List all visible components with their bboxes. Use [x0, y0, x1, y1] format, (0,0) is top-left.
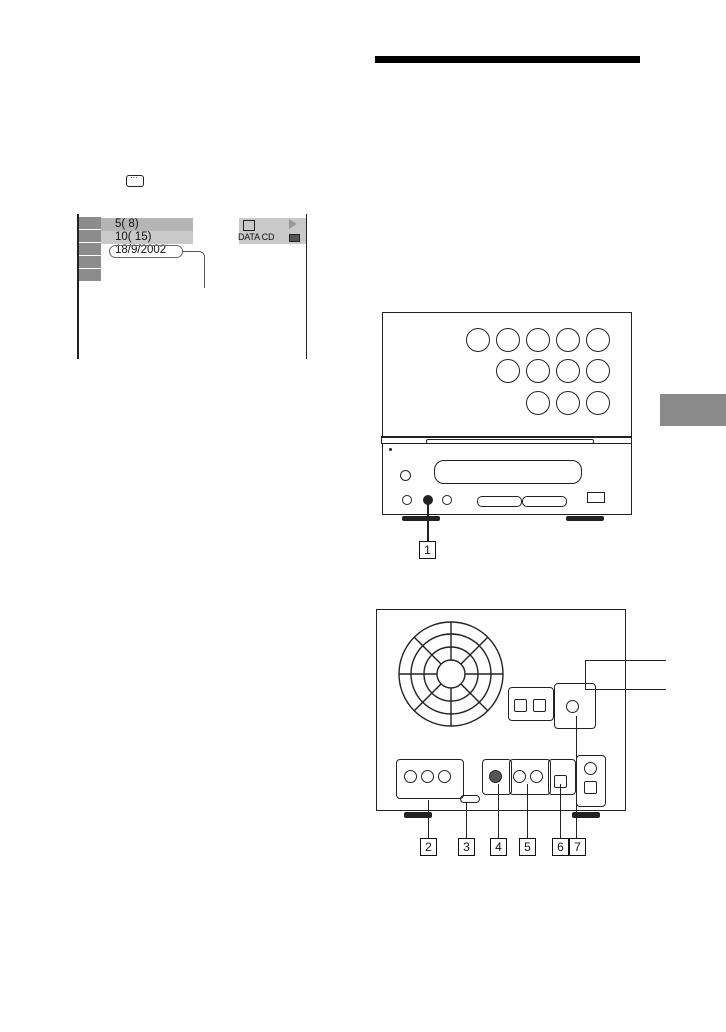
- antenna-terminal: [533, 699, 546, 712]
- front-button: [556, 391, 580, 415]
- osd-date-leader-line: [182, 251, 205, 288]
- repeat-icon: [243, 220, 255, 231]
- section-side-tab: [660, 394, 726, 426]
- front-panel-illustration: [382, 312, 632, 517]
- video-jack: [404, 770, 417, 783]
- callout-line: [466, 802, 467, 838]
- front-button: [526, 328, 550, 352]
- rear-panel-illustration: [376, 609, 626, 829]
- sub-out-jack: [489, 770, 502, 783]
- callout-line: [560, 784, 561, 838]
- callout-line: [576, 716, 577, 838]
- front-button: [586, 328, 610, 352]
- front-control-strip: [522, 496, 567, 507]
- osd-media-type: DATA CD: [238, 232, 274, 242]
- osd-file-number: 10( 15): [101, 231, 193, 244]
- callout-line: [498, 784, 499, 838]
- front-button: [586, 359, 610, 383]
- speaker-terminal: [584, 781, 597, 794]
- callout-line: [428, 800, 429, 838]
- callout-3: 3: [458, 838, 475, 856]
- osd-menu-tab: [79, 217, 101, 230]
- callout-4: 4: [490, 838, 507, 856]
- osd-menu-tab: [79, 256, 101, 269]
- front-jack: [442, 495, 452, 505]
- front-jack: [402, 495, 412, 505]
- section-title-rule: [375, 56, 640, 63]
- volume-knob: [400, 470, 411, 481]
- front-foot: [402, 516, 440, 521]
- play-icon: [289, 219, 297, 229]
- osd-menu-tab: [79, 243, 101, 256]
- antenna-terminal: [514, 699, 527, 712]
- audio-in-jack: [530, 770, 543, 783]
- display-icon-glyph: ···: [130, 173, 138, 182]
- front-button: [586, 391, 610, 415]
- cooling-fan-grille: [396, 619, 506, 729]
- osd-menu-tab: [79, 230, 101, 243]
- power-cord: [585, 660, 666, 690]
- video-jack: [438, 770, 451, 783]
- front-button: [526, 391, 550, 415]
- front-button: [496, 359, 520, 383]
- osd-display-panel: 5( 8) 10( 15) 18/9/2002 DATA CD: [77, 214, 307, 359]
- callout-6: 6: [552, 838, 569, 856]
- usb-port: [587, 492, 605, 503]
- osd-date-highlight: [109, 245, 183, 258]
- front-display-window: [434, 460, 582, 484]
- front-button: [496, 328, 520, 352]
- jpeg-mode-icon: [289, 234, 300, 242]
- front-foot: [566, 516, 604, 521]
- display-button-icon: ···: [126, 175, 144, 187]
- callout-line: [527, 784, 528, 838]
- callout-7: 7: [569, 838, 586, 856]
- speaker-jack: [584, 762, 597, 775]
- power-inlet: [566, 700, 579, 713]
- indicator-dot: [389, 448, 392, 451]
- front-button: [466, 328, 490, 352]
- osd-album-number: 5( 8): [101, 218, 193, 231]
- front-control-strip: [477, 496, 522, 507]
- audio-in-jack: [513, 770, 526, 783]
- video-jack: [421, 770, 434, 783]
- callout-5: 5: [519, 838, 536, 856]
- front-button: [556, 359, 580, 383]
- usb-rear-port: [460, 795, 480, 803]
- callout-2: 2: [420, 838, 437, 856]
- callout-1: 1: [419, 541, 436, 559]
- callout-line: [427, 498, 429, 542]
- front-button: [556, 328, 580, 352]
- front-button: [526, 359, 550, 383]
- osd-menu-tab: [79, 269, 101, 282]
